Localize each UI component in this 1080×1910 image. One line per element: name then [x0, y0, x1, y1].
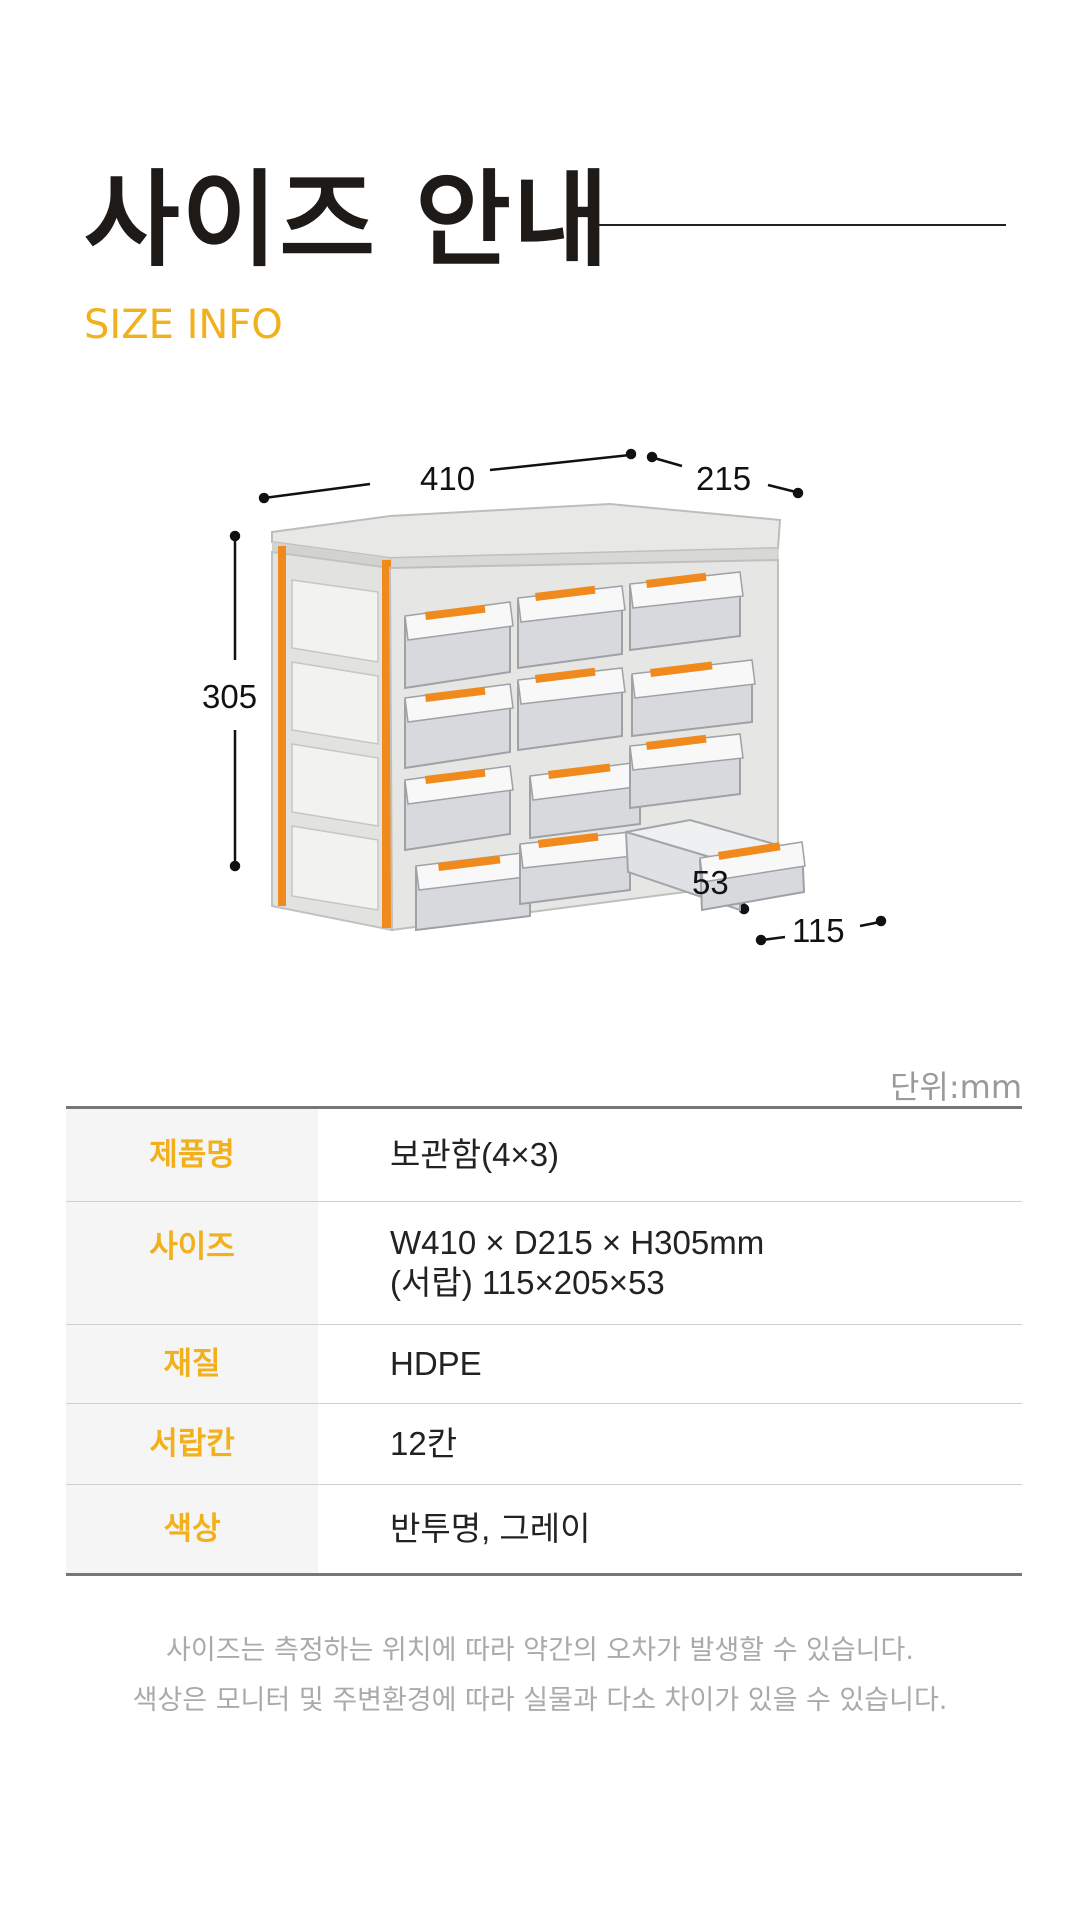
- drawer-cabinet-illustration: [229, 448, 887, 946]
- spec-value: W410 × D215 × H305mm: [390, 1224, 765, 1261]
- notice-text: 사이즈는 측정하는 위치에 따라 약간의 오차가 발생할 수 있습니다. 색상은…: [0, 1626, 1080, 1726]
- spec-row-material: 재질 HDPE: [66, 1324, 1022, 1404]
- notice-line-2: 색상은 모니터 및 주변환경에 따라 실물과 다소 차이가 있을 수 있습니다.: [132, 1685, 948, 1716]
- notice-line-1: 사이즈는 측정하는 위치에 따라 약간의 오차가 발생할 수 있습니다.: [166, 1635, 914, 1666]
- spec-row-drawers: 서랍칸 12칸: [66, 1403, 1022, 1485]
- spec-table: 제품명 보관함(4×3) 사이즈 W410 × D215 × H305mm(서랍…: [66, 1106, 1022, 1576]
- product-figure: 410 215 305 53 115: [180, 440, 920, 980]
- page-title: 사이즈 안내: [84, 159, 611, 281]
- spec-label: 제품명: [149, 1137, 235, 1173]
- page-header: 사이즈 안내 SIZE INFO: [0, 0, 1080, 360]
- dim-depth-label: 215: [696, 460, 752, 497]
- spec-value: 보관함(4×3): [390, 1136, 560, 1173]
- spec-value: 12칸: [390, 1425, 458, 1462]
- title-divider: [598, 224, 1006, 226]
- spec-value: 반투명, 그레이: [390, 1510, 591, 1547]
- spec-row-size: 사이즈 W410 × D215 × H305mm(서랍) 115×205×53: [66, 1201, 1022, 1325]
- dim-drawer-width-label: 115: [792, 912, 845, 949]
- spec-value: (서랍) 115×205×53: [390, 1264, 665, 1301]
- page-subtitle: SIZE INFO: [84, 302, 283, 348]
- unit-label: 단위:mm: [889, 1068, 1022, 1106]
- dim-drawer-height-label: 53: [692, 864, 729, 901]
- spec-value: HDPE: [390, 1345, 482, 1382]
- spec-row-product-name: 제품명 보관함(4×3): [66, 1107, 1022, 1202]
- spec-label: 사이즈: [149, 1229, 235, 1265]
- spec-label: 색상: [163, 1511, 221, 1547]
- dim-width-label: 410: [420, 460, 476, 497]
- spec-row-color: 색상 반투명, 그레이: [66, 1484, 1022, 1575]
- dim-height-label: 305: [202, 678, 258, 715]
- spec-label: 재질: [163, 1346, 221, 1382]
- spec-label: 서랍칸: [149, 1426, 235, 1462]
- drawers: [404, 571, 806, 932]
